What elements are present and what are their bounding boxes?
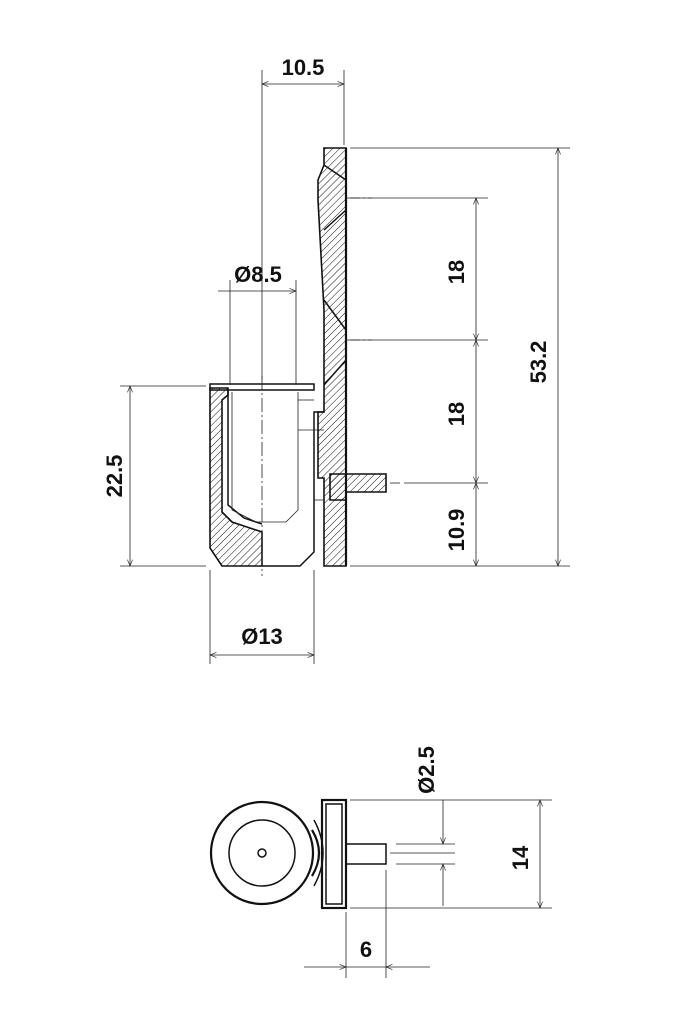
dim-top-width: 10.5 [262, 55, 344, 380]
dim-inner-diameter: Ø8.5 [218, 262, 296, 385]
sleeve-inner-circle [228, 819, 296, 887]
pin-rect [345, 843, 387, 865]
dim-outer-diameter: Ø13 [210, 570, 314, 664]
sleeve [209, 383, 324, 567]
dim-top-width-label: 10.5 [282, 55, 325, 80]
top-view: Ø2.5 14 6 [209, 746, 552, 978]
dim-outer-diameter-label: Ø13 [241, 624, 283, 649]
dim-pin-length-label: 6 [360, 937, 372, 962]
dim-plate-height-label: 14 [508, 845, 533, 870]
dim-pin-length: 6 [304, 870, 430, 978]
side-view: 10.5 Ø8.5 22.5 Ø13 [102, 55, 570, 664]
pin-hole-circle [257, 848, 267, 858]
dim-inner-diameter-label: Ø8.5 [234, 262, 282, 287]
sleeve-outer-circle [209, 800, 315, 906]
dim-pin-diameter-label: Ø2.5 [414, 746, 439, 794]
dim-total-height: 53.2 [526, 148, 558, 566]
dim-segment-lower-label: 10.9 [444, 509, 469, 552]
dim-height-left-label: 22.5 [102, 455, 127, 498]
mounting-plate [317, 147, 348, 567]
dim-segment-upper-label: 18 [444, 260, 469, 284]
dim-segment-middle-label: 18 [444, 402, 469, 426]
dim-plate-height: 14 [350, 800, 552, 908]
dim-pin-diameter: Ø2.5 [396, 746, 455, 906]
dim-total-height-label: 53.2 [526, 341, 551, 384]
dim-height-left: 22.5 [102, 386, 206, 566]
dim-plate-segments: 18 18 10.9 [350, 147, 570, 566]
pin-stub [329, 473, 400, 501]
